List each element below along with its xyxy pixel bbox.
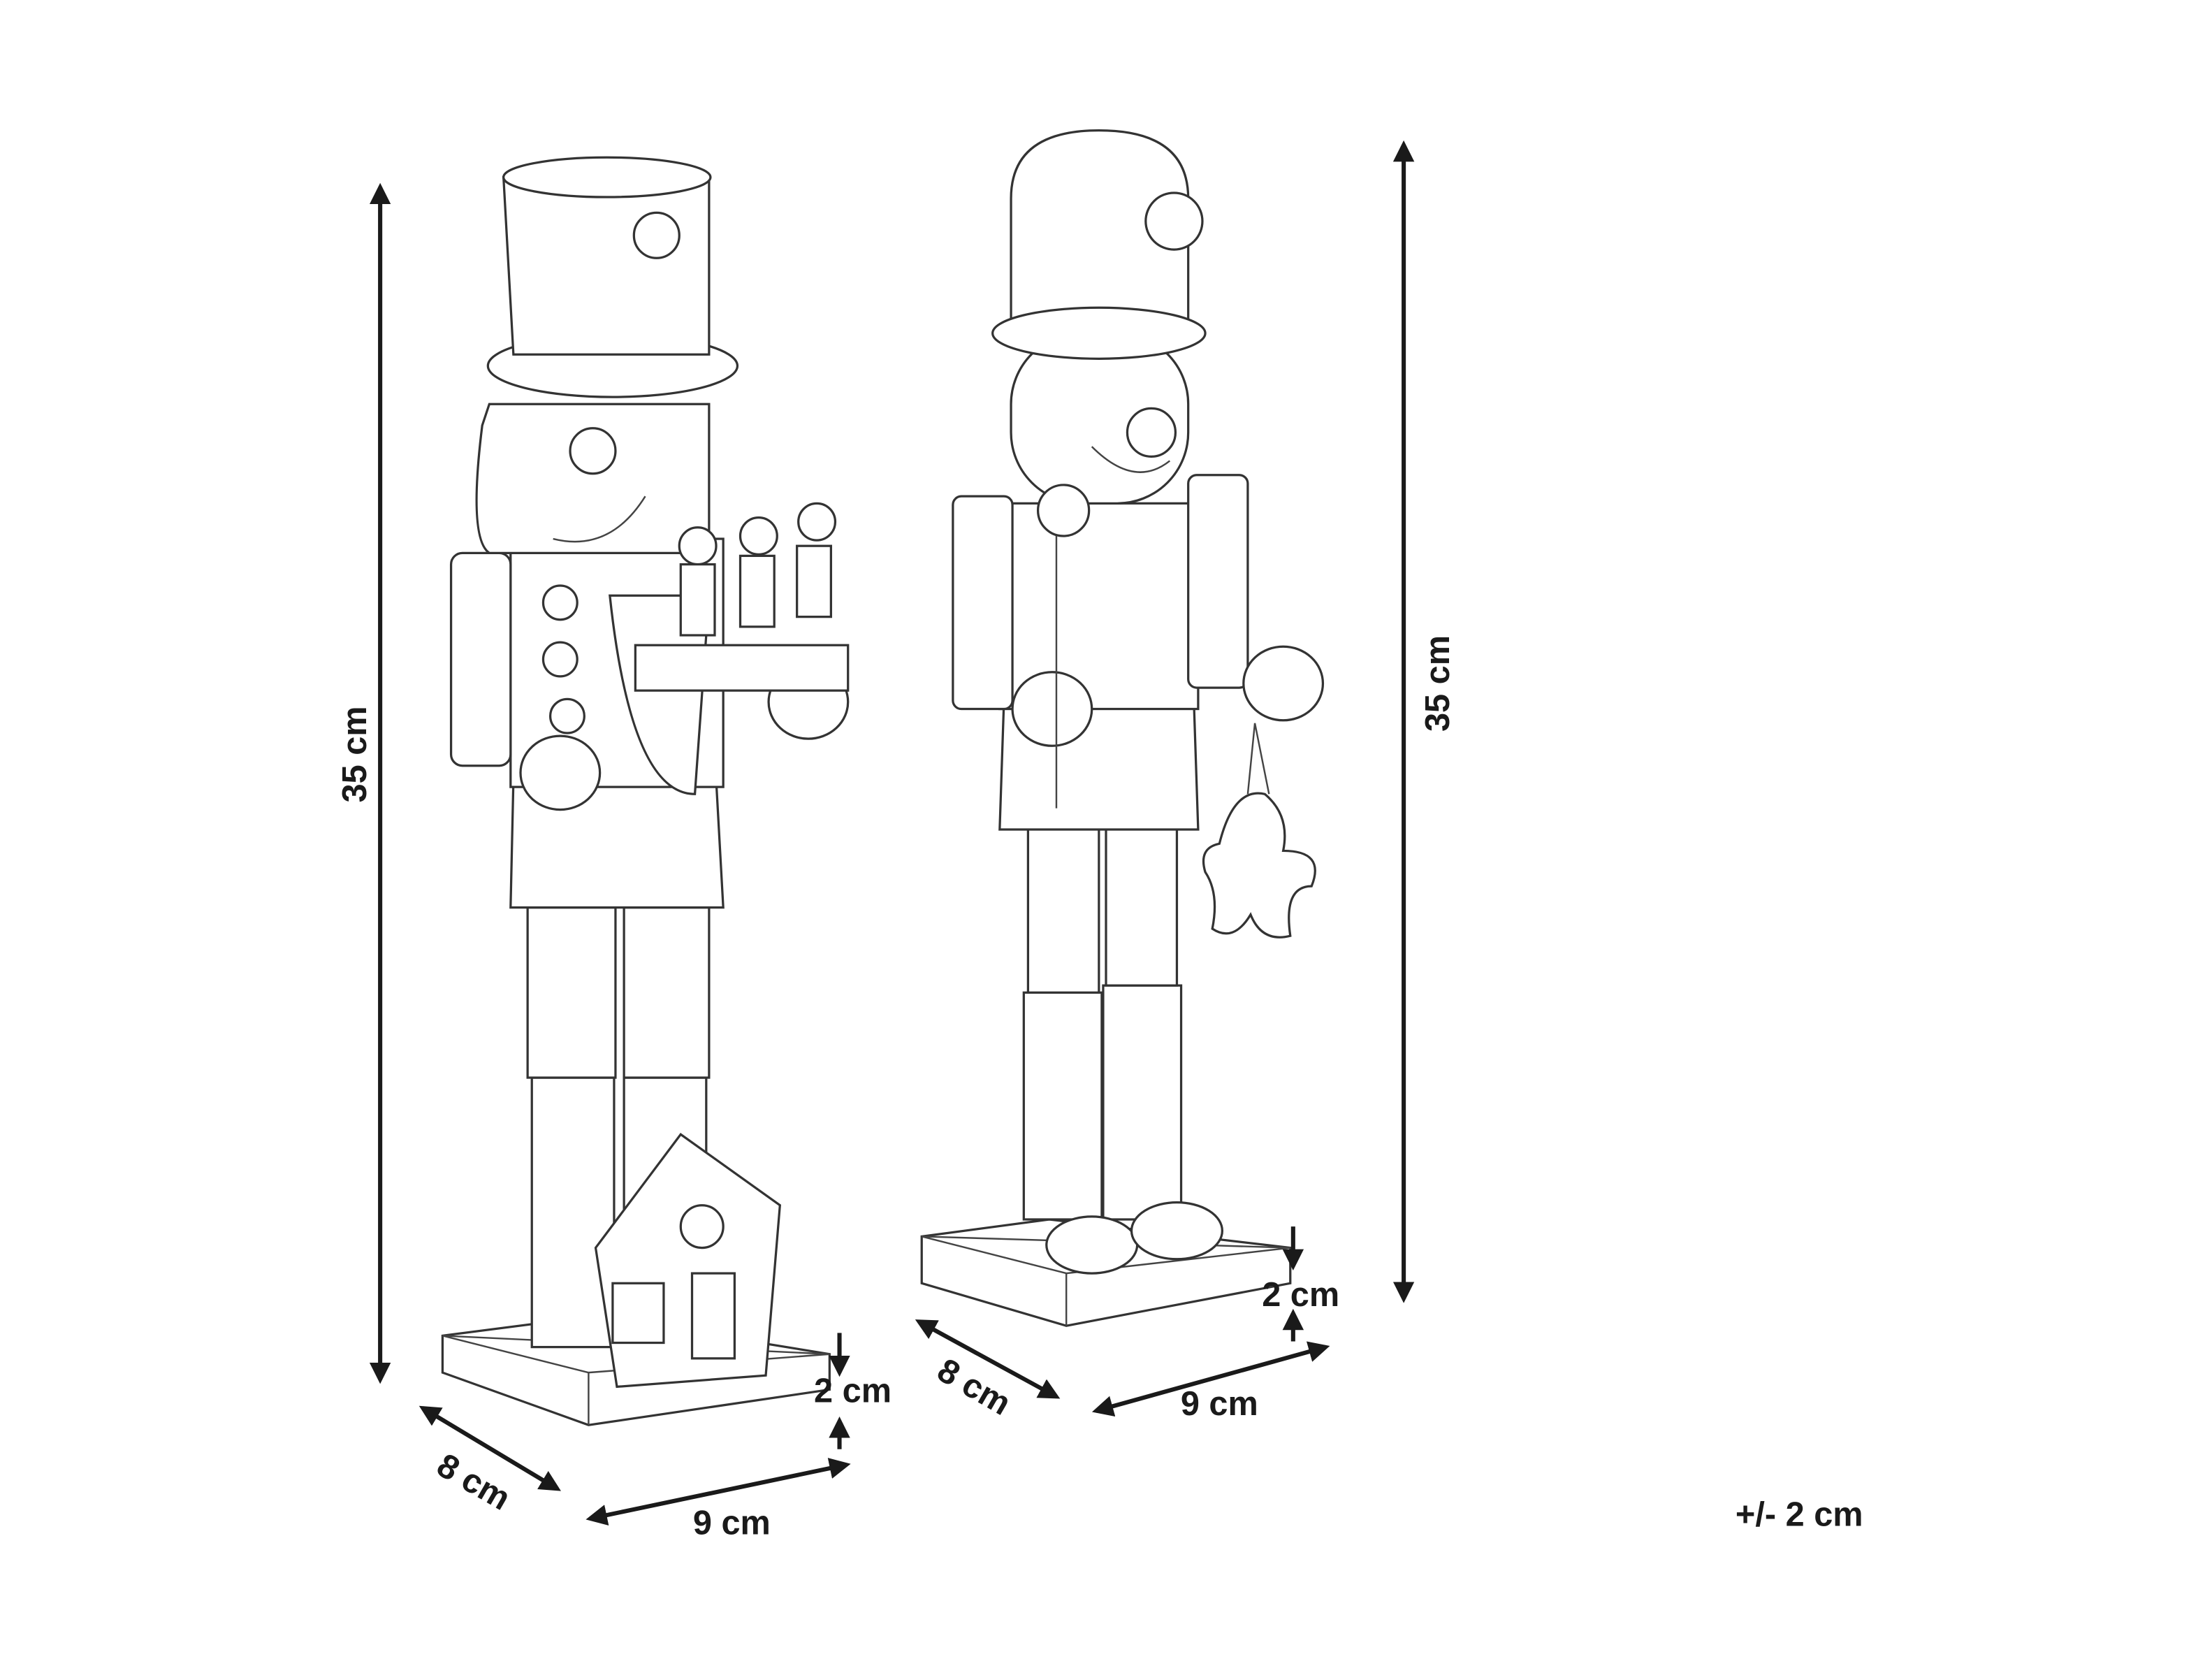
right-depth-label: 8 cm — [931, 1352, 1017, 1423]
right-width-label: 9 cm — [1181, 1385, 1258, 1423]
left-width-arrow — [585, 1458, 851, 1526]
left-base-height-label: 2 cm — [814, 1372, 892, 1410]
left-width-label: 9 cm — [693, 1504, 771, 1542]
right-height-label: 35 cm — [1419, 635, 1457, 732]
left-dimensions: 35 cm 8 cm 9 cm 2 cm — [336, 182, 892, 1542]
left-depth-arrow — [419, 1405, 561, 1491]
left-height-label: 35 cm — [336, 706, 374, 802]
left-nutcracker-figure — [441, 156, 850, 1426]
right-depth-arrow — [915, 1319, 1061, 1399]
right-nutcracker-figure — [920, 129, 1325, 1327]
tolerance-label: +/- 2 cm — [1736, 1495, 1863, 1533]
right-width-arrow — [1091, 1341, 1330, 1417]
right-base-height-label: 2 cm — [1262, 1276, 1339, 1314]
